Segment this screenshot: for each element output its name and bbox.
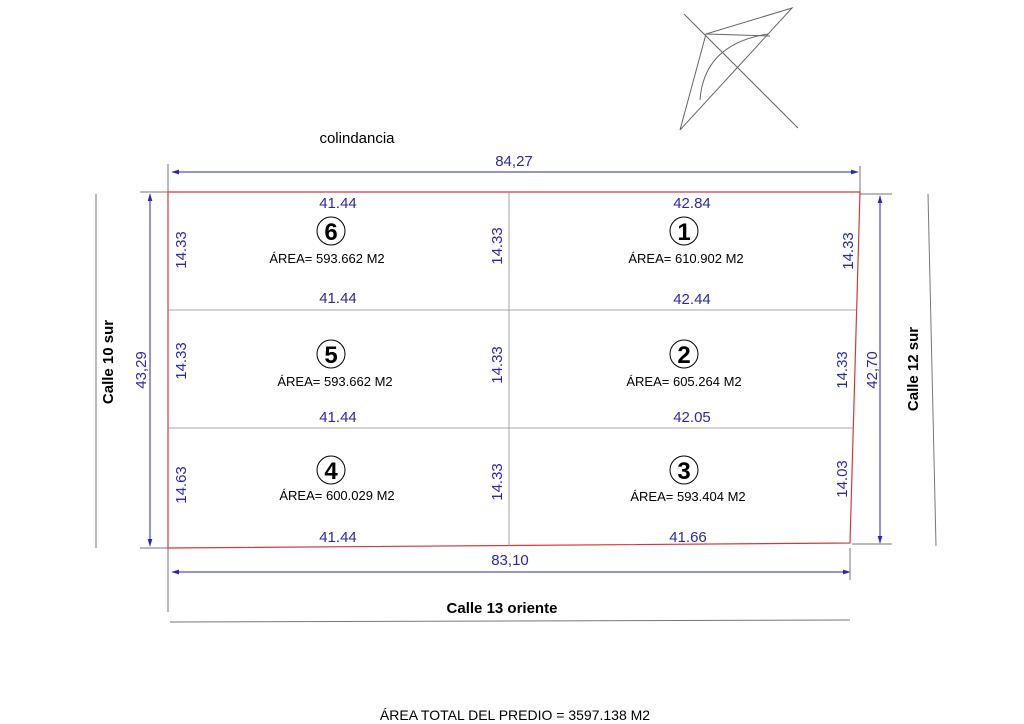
lot-number-circle — [669, 339, 699, 369]
lot-bottom-dimension: 41.44 — [319, 409, 357, 426]
lot-left-dimension: 14.33 — [173, 342, 190, 380]
street-bottom-label: Calle 13 oriente — [447, 600, 558, 617]
lot-4: 4 ÁREA= 600.029 M2 41.44 14.63 14.33 — [173, 455, 506, 546]
overall-top-dimension: 84,27 — [495, 153, 533, 170]
lot-number: 4 — [324, 458, 338, 485]
lot-number-circle — [669, 455, 699, 485]
lot-dividers — [168, 192, 857, 546]
lot-3: 3 ÁREA= 593.404 M2 41.66 14.03 — [630, 455, 851, 546]
lot-area: ÁREA= 593.662 M2 — [277, 374, 392, 389]
lot-number: 6 — [324, 219, 337, 246]
lot-number-circle — [316, 339, 346, 369]
lot-right-dimension: 14.33 — [840, 232, 857, 270]
lot-bottom-dimension: 42.44 — [673, 291, 711, 308]
lot-top-dimension: 41.44 — [319, 195, 357, 212]
lot-area: ÁREA= 593.662 M2 — [269, 251, 384, 266]
overall-dimension-lines — [147, 169, 883, 575]
total-area-label: ÁREA TOTAL DEL PREDIO = 3597.138 M2 — [380, 707, 650, 723]
lot-bottom-dimension: 42.05 — [673, 409, 711, 426]
lot-left-dimension: 14.33 — [173, 231, 190, 269]
lot-right-dimension: 14.33 — [489, 227, 506, 265]
lot-right-dimension: 14.03 — [834, 460, 851, 498]
lot-bottom-dimension: 41.44 — [319, 290, 357, 307]
lot-right-dimension: 14.33 — [489, 463, 506, 501]
overall-bottom-dimension: 83,10 — [491, 552, 529, 569]
north-arrow-icon — [679, 6, 799, 131]
lot-right-dimension: 14.33 — [489, 346, 506, 384]
lot-area: ÁREA= 610.902 M2 — [628, 251, 743, 266]
overall-left-dimension: 43,29 — [133, 351, 150, 389]
lot-number: 2 — [677, 342, 690, 369]
lot-area: ÁREA= 600.029 M2 — [279, 488, 394, 503]
overall-right-dimension: 42,70 — [864, 351, 881, 389]
lot-top-dimension: 42.84 — [673, 195, 711, 212]
lot-area: ÁREA= 593.404 M2 — [630, 489, 745, 504]
property-boundary — [167, 191, 861, 549]
lot-number: 5 — [324, 342, 337, 369]
lot-number-circle — [316, 216, 346, 246]
lot-number: 3 — [677, 458, 690, 485]
street-left-label: Calle 10 sur — [100, 320, 117, 404]
lot-5: 5 ÁREA= 593.662 M2 41.44 14.33 14.33 — [173, 339, 506, 426]
lot-number: 1 — [677, 219, 690, 246]
lot-bottom-dimension: 41.66 — [669, 529, 707, 546]
lot-right-dimension: 14.33 — [834, 351, 851, 389]
lot-bottom-dimension: 41.44 — [319, 529, 357, 546]
lot-left-dimension: 14.63 — [173, 466, 190, 504]
lot-area: ÁREA= 605.264 M2 — [626, 374, 741, 389]
lot-6: 41.44 6 ÁREA= 593.662 M2 41.44 14.33 14.… — [173, 195, 506, 307]
lot-2: 2 ÁREA= 605.264 M2 42.05 14.33 — [626, 339, 851, 426]
lot-number-circle — [316, 455, 346, 485]
street-right-label: Calle 12 sur — [905, 327, 922, 411]
top-neighbor-label: colindancia — [319, 130, 395, 147]
lot-1: 42.84 1 ÁREA= 610.902 M2 42.44 14.33 — [628, 195, 857, 308]
lot-number-circle — [669, 216, 699, 246]
